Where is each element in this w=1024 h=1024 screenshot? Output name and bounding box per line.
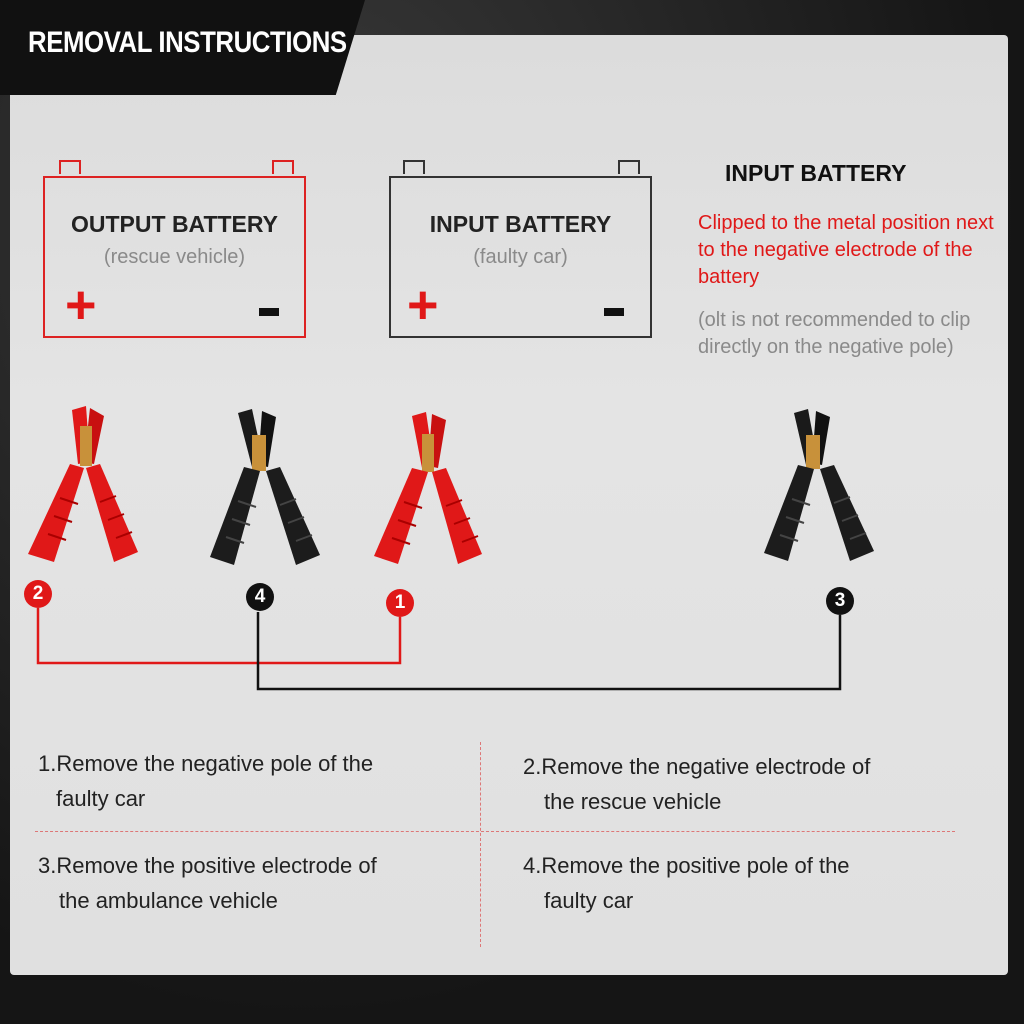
step-number: 4. [523, 853, 542, 878]
plus-sign: + [65, 275, 97, 335]
steps-horizontal-divider [35, 831, 955, 832]
black-wire [256, 612, 842, 691]
step-badge-1: 1 [386, 589, 414, 617]
battery-body [389, 176, 652, 338]
step-2: 2.Remove the negative electrode of the r… [523, 749, 870, 819]
side-note-title: INPUT BATTERY [725, 160, 907, 186]
side-note-instruction: Clipped to the metal position next to th… [698, 212, 994, 288]
step-number: 1. [38, 751, 57, 776]
battery-terminal [403, 160, 425, 174]
step-4: 4.Remove the positive pole of the faulty… [523, 848, 850, 918]
step-text: Remove the positive pole of the [541, 853, 850, 878]
step-text: Remove the negative electrode of [541, 754, 871, 779]
battery-terminal [272, 160, 294, 174]
page-title: REMOVAL INSTRUCTIONS [28, 26, 347, 59]
steps-vertical-divider [480, 742, 481, 947]
step-badge-3: 3 [826, 587, 854, 615]
battery-terminal [59, 160, 81, 174]
input-battery-subtitle: (faulty car) [473, 246, 568, 268]
step-1: 1.Remove the negative pole of the faulty… [38, 746, 373, 816]
red-wire [36, 608, 402, 665]
input-battery: INPUT BATTERY (faulty car) + [389, 160, 652, 338]
step-text: Remove the positive electrode of [56, 853, 377, 878]
step-number: 3. [38, 853, 57, 878]
battery-terminal [618, 160, 640, 174]
output-battery-subtitle: (rescue vehicle) [103, 246, 246, 268]
black-clamp-output-icon [210, 409, 320, 565]
battery-body [43, 176, 306, 338]
step-number: 2. [523, 754, 542, 779]
plus-sign: + [407, 275, 439, 335]
step-badge-4: 4 [246, 583, 274, 611]
step-text-continued: the ambulance vehicle [59, 888, 278, 913]
output-battery: OUTPUT BATTERY (rescue vehicle) + [43, 160, 306, 338]
minus-sign [259, 308, 279, 316]
step-3: 3.Remove the positive electrode of the a… [38, 848, 377, 918]
step-text: Remove the negative pole of the [56, 751, 374, 776]
minus-sign [604, 308, 624, 316]
step-text-continued: the rescue vehicle [544, 789, 722, 814]
input-battery-title: INPUT BATTERY [429, 211, 612, 237]
red-clamp-input-icon [374, 412, 482, 564]
step-text-continued: faulty car [56, 786, 146, 811]
side-note-warning: (olt is not recommended to clip directly… [698, 309, 971, 358]
red-clamp-output-icon [28, 406, 138, 562]
black-clamp-input-icon [764, 409, 874, 561]
step-text-continued: faulty car [544, 888, 634, 913]
header-band: REMOVAL INSTRUCTIONS [0, 0, 365, 95]
output-battery-title: OUTPUT BATTERY [71, 211, 278, 237]
step-badge-2: 2 [24, 580, 52, 608]
